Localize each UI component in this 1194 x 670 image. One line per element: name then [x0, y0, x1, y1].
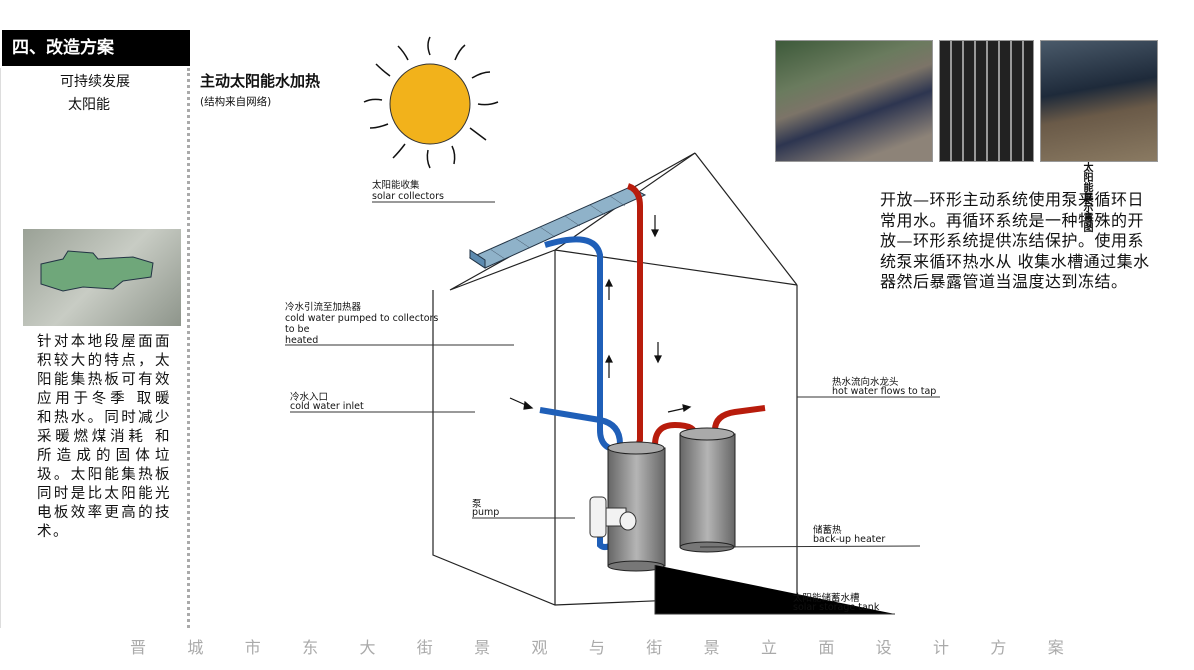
backup-heater-tank: [679, 427, 736, 553]
hot-pipe-collector: [626, 183, 643, 453]
label-tap-en: hot water flows to tap: [832, 386, 937, 397]
cold-inlet-pipe: [539, 407, 623, 445]
label-collectors-cn: 太阳能收集: [372, 180, 420, 191]
footer-char: 立: [760, 638, 777, 657]
solar-collector-panel: [468, 186, 647, 269]
label-collectors-en: solar collectors: [372, 191, 444, 202]
label-pumped-en1: cold water pumped to collectors: [285, 313, 439, 324]
footer-project-title: 晋城市东大街景观与街景立面设计方案: [0, 634, 1194, 658]
subtitle-sustainable: 可持续发展: [60, 74, 130, 90]
footer-char: 市: [244, 638, 261, 657]
footer-char: 观: [531, 638, 548, 657]
section-title: 四、改造方案: [2, 30, 190, 66]
sun-icon: [363, 36, 499, 169]
diagram-title: 主动太阳能水加热: [200, 72, 321, 90]
footer-char: 计: [933, 638, 950, 657]
subtitle-solar: 太阳能: [68, 97, 110, 113]
left-edge-line: [0, 68, 1, 628]
left-description: 针对本地段屋面面积较大的特点，太阳能集热板可有效应用于冬季 取暖和热水。同时减少…: [37, 334, 171, 540]
footer-char: 街: [416, 638, 433, 657]
label-inlet-cn: 冷水入口: [290, 392, 329, 403]
label-tank-en: solar storage tank: [793, 602, 880, 613]
photo-collector-closeup: [939, 40, 1034, 162]
label-backup-en: back-up heater: [813, 534, 886, 545]
footer-char: 景: [703, 638, 720, 657]
label-pump-cn: 泵: [472, 499, 482, 510]
label-pumped-cn: 冷水引流至加热器: [285, 302, 362, 313]
pump-icon: [589, 496, 637, 538]
footer-char: 街: [646, 638, 663, 657]
label-backup-cn: 储蓄热: [813, 525, 842, 536]
footer-char: 大: [359, 638, 376, 657]
footer-char: 城: [187, 638, 204, 657]
label-tank-cn: 太阳能储蓄水槽: [793, 593, 860, 604]
hot-pipe-tap: [712, 405, 766, 431]
label-pumped-en3: heated: [285, 335, 319, 346]
footer-char: 面: [818, 638, 835, 657]
footer-char: 东: [302, 638, 319, 657]
footer-char: 与: [588, 638, 605, 657]
leader-lines: [285, 201, 940, 615]
storage-tank: [607, 441, 666, 572]
label-pump-en: pump: [472, 507, 500, 518]
footer-char: 案: [1047, 638, 1064, 657]
dotted-divider: [187, 68, 190, 628]
footer-char: 方: [990, 638, 1007, 657]
photo-caption: 太阳能展示意图: [1081, 162, 1092, 232]
label-pumped-en2: to be: [285, 324, 310, 335]
site-map-image: [23, 229, 181, 326]
photo-roof-collectors: [775, 40, 933, 162]
photo-collector-install: [1040, 40, 1158, 162]
footer-char: 景: [474, 638, 491, 657]
label-tap-cn: 热水流向水龙头: [832, 377, 899, 388]
diagram-source: (结构来自网络): [200, 96, 272, 108]
right-description: 开放—环形主动系统使用泵来循环日常用水。再循环系统是一种特殊的开放—环形系统提供…: [880, 190, 1150, 291]
label-inlet-en: cold water inlet: [290, 401, 364, 412]
flow-arrows: [509, 215, 692, 413]
footer-char: 设: [875, 638, 892, 657]
footer-char: 晋: [130, 638, 147, 657]
